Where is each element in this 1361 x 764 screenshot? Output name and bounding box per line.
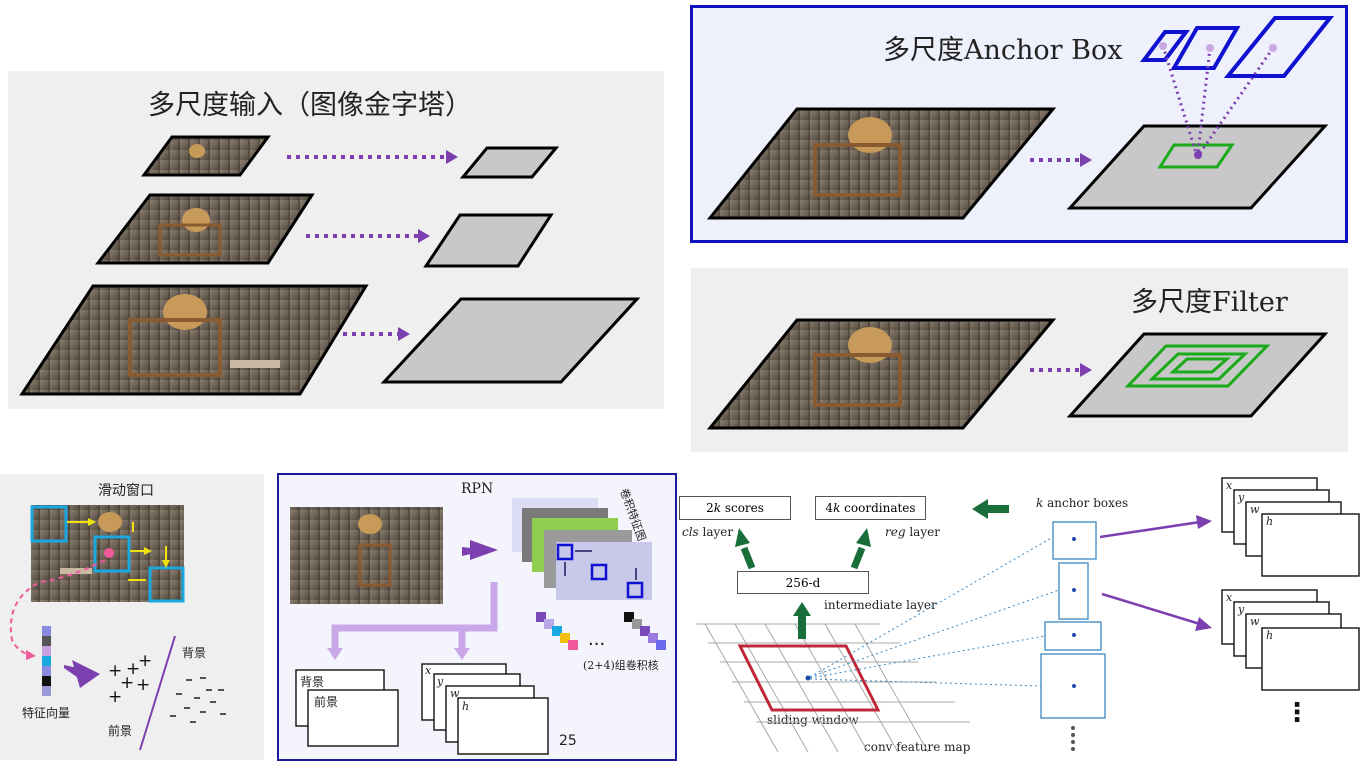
scores-box: 2k scores — [679, 496, 791, 520]
out1-y: y — [1238, 491, 1245, 504]
filter-title: 多尺度Filter — [1131, 287, 1288, 318]
reg-layer-label: reg layer — [885, 525, 940, 539]
anchor-box-large — [1223, 16, 1335, 78]
filter-feature-map — [1066, 332, 1329, 418]
intermediate-box: 256-d — [737, 571, 869, 594]
out1-x: x — [1226, 479, 1233, 492]
sliding-background-label: 背景 — [182, 646, 207, 660]
out1-w: w — [1250, 503, 1260, 516]
pyramid-map-medium — [423, 213, 554, 268]
output-stack-1-front — [1261, 513, 1360, 577]
filter-medium — [1148, 352, 1249, 381]
window-center-dot — [104, 548, 114, 558]
rpn-branch-connector — [331, 582, 498, 650]
rpn-reg-w: w — [450, 687, 460, 700]
anchor-box-medium — [1170, 26, 1241, 70]
center-point — [805, 675, 811, 681]
dog-icon — [358, 514, 382, 534]
window-2 — [93, 535, 131, 573]
rpn-kernel-label: (2+4)组卷积核 — [583, 659, 659, 672]
anchor-image — [706, 107, 1057, 220]
intermediate-layer-label: intermediate layer — [824, 598, 937, 612]
sliding-window-box — [737, 644, 881, 712]
pyramid-map-small — [459, 146, 560, 179]
svg-text:+: + — [120, 673, 134, 693]
up-arrow-reg — [856, 528, 871, 547]
coordinates-box: 4k coordinates — [815, 496, 926, 520]
svg-text:...: ... — [588, 629, 605, 650]
sliding-title: 滑动窗口 — [98, 483, 154, 499]
conv-map-label: conv feature map — [864, 740, 971, 754]
filter-large — [1124, 344, 1271, 388]
rpn-cls-background-label: 背景 — [300, 675, 325, 689]
up-arrow-cls — [735, 528, 750, 547]
pyramid-map-large — [380, 297, 641, 384]
anchor-title: 多尺度Anchor Box — [883, 35, 1123, 66]
anchor-box-small — [1140, 30, 1190, 62]
dog-icon — [98, 512, 122, 532]
output-ellipsis: ⋮ — [1284, 698, 1310, 728]
decision-boundary — [139, 635, 176, 751]
rpn-reg-y: y — [437, 675, 444, 688]
window-3 — [148, 566, 185, 603]
left-arrow-anchors — [972, 499, 988, 519]
out1-h: h — [1266, 515, 1274, 528]
filter-small — [1169, 357, 1232, 374]
to-cls-stack-arrow — [1196, 515, 1212, 529]
out2-x: x — [1226, 591, 1233, 604]
svg-text:+: + — [108, 687, 122, 707]
anchor-box-2 — [1058, 562, 1089, 620]
svg-text:+: + — [126, 659, 140, 679]
out2-h: h — [1266, 629, 1274, 642]
anchor-boxes-label: k anchor boxes — [1036, 496, 1129, 510]
svg-text:+: + — [138, 651, 152, 671]
rpn-cls-box-front — [307, 689, 399, 747]
window-1 — [30, 505, 68, 543]
feature-vector-label: 特征向量 — [22, 706, 71, 720]
sliding-foreground-label: 前景 — [108, 724, 133, 738]
dog-icon — [189, 144, 205, 158]
svg-text:+: + — [108, 661, 122, 681]
sliding-window-label: sliding window — [767, 713, 859, 727]
output-stack-2-front — [1261, 627, 1360, 691]
out2-w: w — [1250, 615, 1260, 628]
rpn-cls-foreground-label: 前景 — [314, 695, 339, 709]
pyramid-title: 多尺度输入（图像金字塔） — [148, 90, 472, 121]
cls-layer-label: cls layer — [682, 525, 734, 539]
anchor-box-3 — [1044, 621, 1102, 651]
filter-image — [706, 318, 1057, 430]
anchor-box-1 — [1052, 521, 1097, 560]
rpn-page-number: 25 — [559, 733, 577, 749]
rpn-title: RPN — [461, 481, 494, 497]
kernel-group: ... — [536, 612, 666, 650]
feature-vector — [42, 626, 51, 696]
up-arrow-intermediate — [793, 602, 811, 616]
out2-y: y — [1238, 603, 1245, 616]
rpn-reg-box-front — [457, 697, 549, 755]
svg-text:+: + — [136, 675, 150, 695]
to-reg-stack-arrow — [1195, 617, 1212, 631]
rpn-reg-h: h — [462, 700, 470, 713]
pyramid-image-small — [141, 135, 271, 177]
anchor-center-box — [1157, 143, 1235, 169]
conv-feature-grid — [696, 623, 970, 753]
rpn-reg-x: x — [425, 664, 432, 677]
